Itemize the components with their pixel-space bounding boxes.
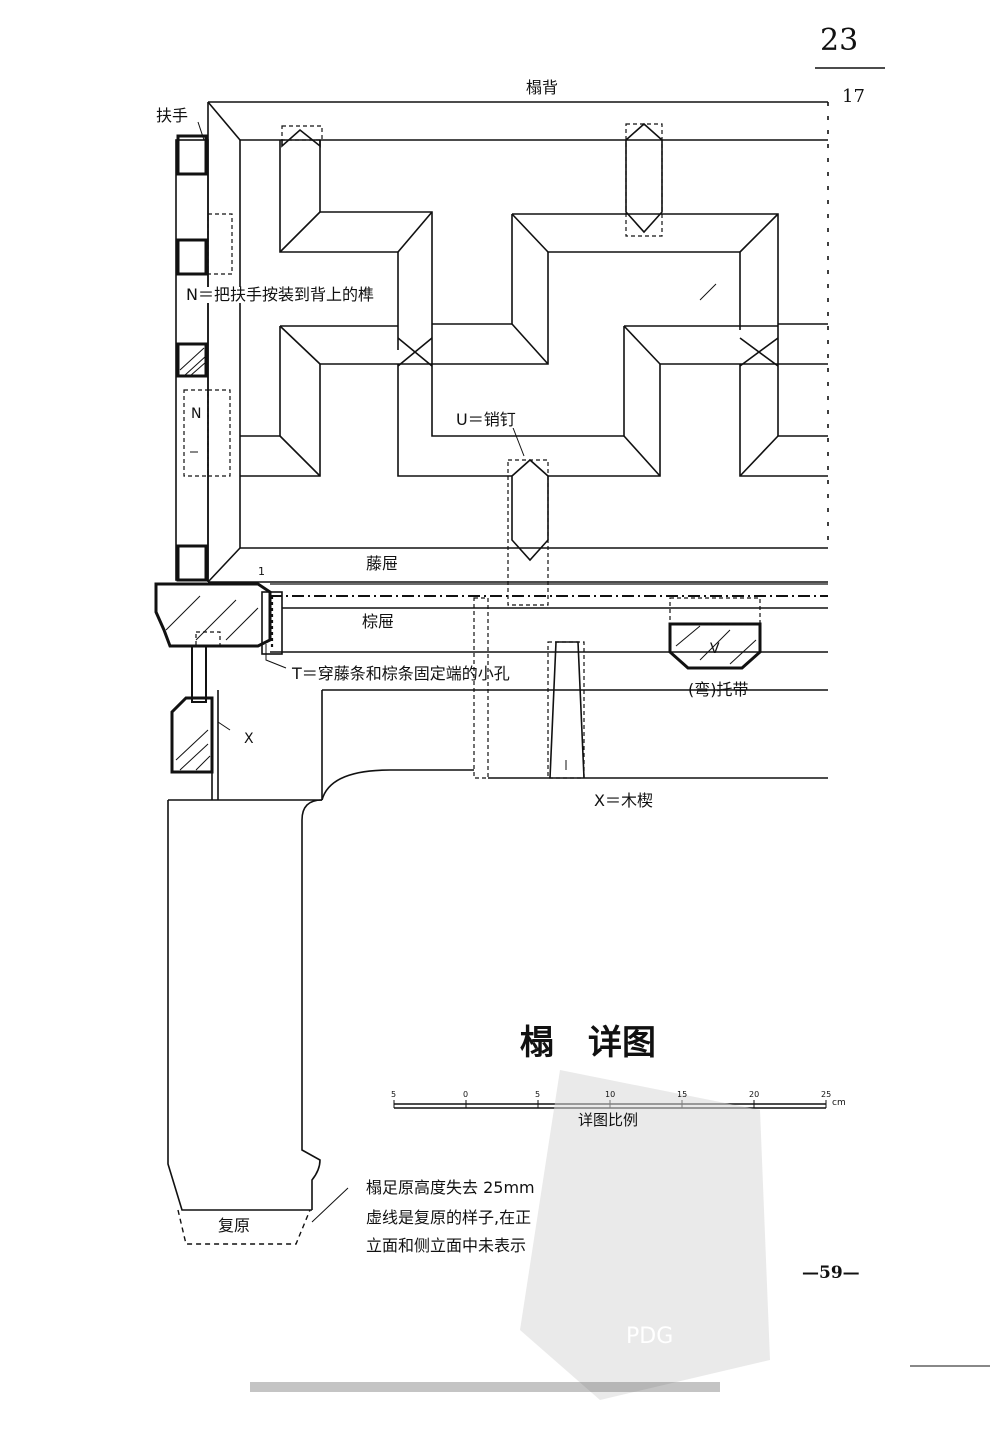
scan-edge-noise [250, 1382, 720, 1392]
scale-tick-4: 15 [677, 1090, 688, 1099]
tenon-hex-boxes [281, 122, 663, 606]
note-t: T＝穿藤条和棕条固定端的小孔 [292, 664, 510, 683]
scale-caption: 详图比例 [578, 1111, 639, 1129]
watermark-text: PDG [626, 1324, 674, 1349]
label-brace: (弯)托带 [688, 680, 749, 699]
scale-tick-3: 10 [605, 1090, 616, 1099]
lattice-pattern [240, 140, 828, 477]
leg-note-line-1: 榻足原高度失去 25mm [366, 1178, 535, 1197]
leg-note-line-2: 虚线是复原的样子,在正 [366, 1208, 532, 1227]
mark-t: 1 [258, 565, 265, 578]
leg-note-line-3: 立面和侧立面中未表示 [366, 1236, 527, 1255]
note-x: X＝木楔 [594, 791, 653, 810]
scale-tick-0: 5 [391, 1090, 397, 1099]
scale-tick-1: 0 [463, 1090, 469, 1099]
label-rattan: 藤屉 [366, 554, 399, 573]
note-u: U＝销钉 [456, 410, 516, 429]
page-number-sub: 17 [842, 86, 865, 107]
drawing-title: 榻 详图 [520, 1023, 656, 1063]
armrest [175, 134, 233, 582]
mark-n: N [191, 406, 202, 422]
label-back: 榻背 [526, 78, 559, 97]
label-restored: 复原 [218, 1216, 251, 1235]
watermark-seal [520, 1070, 770, 1400]
scale-tick-2: 5 [535, 1090, 541, 1099]
note-n: N＝把扶手按装到背上的榫 [186, 285, 374, 304]
mark-v: V [710, 641, 720, 657]
label-palm: 棕屉 [362, 612, 395, 631]
scale-tick-6: 25 [821, 1090, 832, 1099]
scale-unit: cm [832, 1098, 846, 1108]
leg [167, 690, 474, 1245]
label-armrest: 扶手 [156, 106, 189, 125]
back-frame [207, 101, 829, 583]
page-number-top: 23 [820, 23, 859, 58]
mark-x: X [244, 731, 254, 747]
seat-section [154, 582, 828, 800]
scale-tick-5: 20 [749, 1090, 760, 1099]
leg-joint [191, 631, 221, 703]
page-footer: —59— [802, 1263, 860, 1283]
